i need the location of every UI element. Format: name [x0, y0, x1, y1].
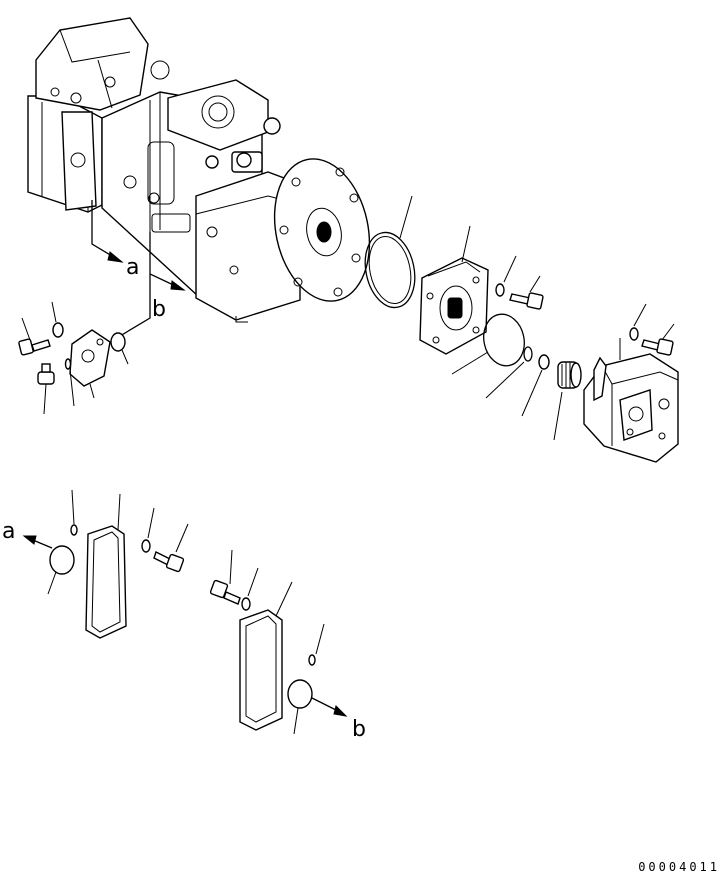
bolt-left-icon — [18, 338, 51, 356]
washer-far-right-icon — [629, 327, 639, 341]
coupling-group — [364, 195, 675, 441]
snap-ring-icon — [538, 354, 550, 370]
cover-plate-left-icon — [85, 525, 127, 639]
cover-plate-left-group: a — [2, 489, 189, 639]
callout-label-a-cover: a — [2, 519, 15, 544]
small-oring-icon — [523, 346, 533, 362]
bolt-right-icon — [509, 292, 544, 310]
plug-small-left-icon — [70, 524, 78, 536]
plug-small-right-icon — [308, 654, 316, 666]
cover-plate-right-group: b — [209, 549, 366, 742]
cover-plate-right-icon — [239, 609, 283, 731]
oring-small-left-icon — [64, 358, 72, 370]
washer-right-icon — [495, 283, 505, 297]
callout-label-b: b — [152, 297, 166, 322]
gasket-oval-right-icon — [287, 679, 313, 709]
bolt-cover-right-icon — [209, 579, 241, 605]
gasket-oval-left-icon — [49, 545, 75, 575]
washer-cover-right-icon — [241, 597, 251, 611]
large-oring-icon — [364, 231, 416, 309]
washer-left-icon — [52, 322, 64, 338]
gear-pump-assembly — [583, 338, 679, 463]
bolt-cover-left-icon — [153, 551, 185, 573]
callout-label-b-cover: b — [352, 717, 366, 742]
part-number: 00004011 — [638, 860, 720, 874]
bolt-far-right-icon — [641, 338, 674, 356]
washer-cover-left-icon — [141, 539, 151, 553]
main-pump-assembly — [27, 17, 371, 323]
left-fitting-group — [18, 301, 129, 415]
callout-label-a: a — [126, 255, 139, 280]
spline-coupling-icon — [557, 361, 582, 389]
oring-left-icon — [110, 332, 126, 352]
medium-oring-icon — [483, 313, 525, 367]
flange-adapter-icon — [69, 329, 111, 387]
plug-left-icon — [37, 363, 55, 385]
